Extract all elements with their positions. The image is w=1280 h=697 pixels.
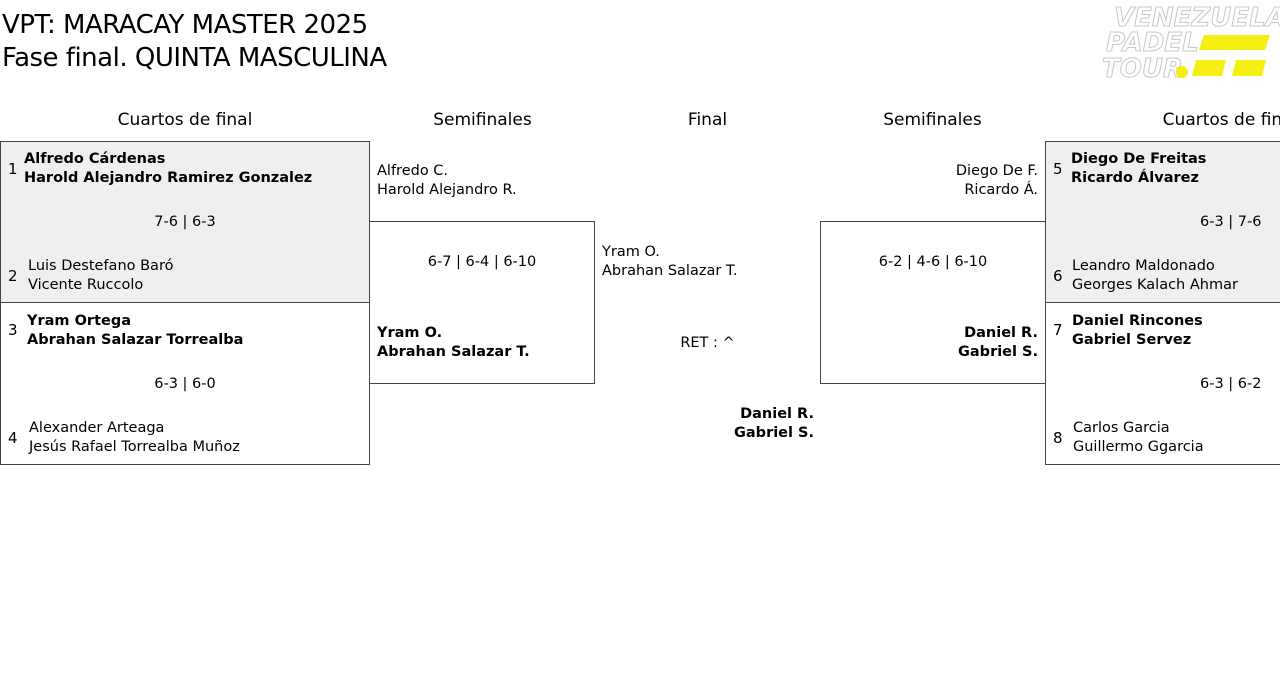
final-score: RET : ^ xyxy=(680,335,735,351)
page-title: VPT: MARACAY MASTER 2025 xyxy=(2,10,368,40)
quarterfinal-match-1[interactable]: 1 Alfredo Cárdenas Harold Alejandro Rami… xyxy=(0,141,370,303)
player-name: Carlos Garcia xyxy=(1073,420,1170,436)
player-name: Gabriel S. xyxy=(958,344,1038,360)
loser-team[interactable]: Leandro Maldonado Georges Kalach Ahmar xyxy=(1072,257,1238,295)
page-subtitle: Fase final. QUINTA MASCULINA xyxy=(2,43,387,73)
player-name: Yram Ortega xyxy=(27,313,131,329)
winner-team[interactable]: Diego De Freitas Ricardo Álvarez xyxy=(1071,150,1206,188)
player-name: Yram O. xyxy=(602,244,660,260)
seed-number: 4 xyxy=(8,429,18,447)
player-name: Diego De Freitas xyxy=(1071,151,1207,167)
player-name: Abrahan Salazar Torrealba xyxy=(27,332,244,348)
player-name: Luis Destefano Baró xyxy=(28,258,174,274)
match-score: 6-3 | 6-2 xyxy=(1200,376,1262,392)
logo-ball-icon xyxy=(1176,66,1188,78)
champion-team[interactable]: Daniel R. Gabriel S. xyxy=(640,405,814,443)
player-name: Diego De F. xyxy=(955,163,1038,179)
winner-team[interactable]: Daniel R. Gabriel S. xyxy=(821,324,1038,362)
player-name: Abrahan Salazar T. xyxy=(377,344,530,360)
winner-team[interactable]: Alfredo Cárdenas Harold Alejandro Ramire… xyxy=(24,150,312,188)
match-score: 6-7 | 6-4 | 6-10 xyxy=(427,254,537,270)
round-semifinals-left: Semifinales xyxy=(433,110,532,130)
loser-team[interactable]: Alexander Arteaga Jesús Rafael Torrealba… xyxy=(29,419,240,457)
player-name: Guillermo Ggarcia xyxy=(1073,439,1204,455)
winner-team[interactable]: Daniel Rincones Gabriel Servez xyxy=(1072,312,1203,350)
player-name: Jesús Rafael Torrealba Muñoz xyxy=(29,439,240,455)
loser-team[interactable]: Carlos Garcia Guillermo Ggarcia xyxy=(1073,419,1204,457)
player-name: Ricardo Álvarez xyxy=(1071,170,1199,186)
player-name: Ricardo Á. xyxy=(964,182,1038,198)
player-name: Abrahan Salazar T. xyxy=(602,263,738,279)
player-name: Daniel Rincones xyxy=(1072,313,1203,329)
player-name: Yram O. xyxy=(377,325,443,341)
logo-line-1: VENEZUELA xyxy=(1114,3,1280,33)
seed-number: 8 xyxy=(1053,429,1063,447)
round-quarterfinals-right: Cuartos de final xyxy=(1162,110,1280,130)
player-name: Gabriel S. xyxy=(734,425,814,441)
logo-accent-block-2 xyxy=(1232,60,1266,76)
round-quarterfinals-left: Cuartos de final xyxy=(117,110,253,130)
logo-line-3: TOUR xyxy=(1102,54,1183,82)
final-top-team[interactable]: Yram O. Abrahan Salazar T. xyxy=(602,243,738,281)
logo-line-2: PADEL xyxy=(1106,28,1199,58)
seed-number: 6 xyxy=(1053,267,1063,285)
player-name: Daniel R. xyxy=(740,406,814,422)
seed-number: 1 xyxy=(8,160,18,178)
player-name: Alexander Arteaga xyxy=(29,420,165,436)
winner-team[interactable]: Yram Ortega Abrahan Salazar Torrealba xyxy=(27,312,243,350)
logo-accent-block-1 xyxy=(1192,60,1226,76)
match-score: 6-3 | 7-6 xyxy=(1200,214,1262,230)
semifinal-2-top-team[interactable]: Diego De F. Ricardo Á. xyxy=(825,162,1038,200)
loser-team[interactable]: Luis Destefano Baró Vicente Ruccolo xyxy=(28,257,173,295)
player-name: Leandro Maldonado xyxy=(1072,258,1215,274)
player-name: Alfredo C. xyxy=(377,163,449,179)
seed-number: 7 xyxy=(1053,321,1063,339)
semifinal-match-1[interactable]: 6-7 | 6-4 | 6-10 Yram O. Abrahan Salazar… xyxy=(369,221,595,384)
seed-number: 2 xyxy=(8,267,18,285)
seed-number: 5 xyxy=(1053,160,1063,178)
player-name: Vicente Ruccolo xyxy=(28,277,144,293)
logo-accent-bar xyxy=(1199,35,1270,50)
venezuela-padel-tour-logo: VENEZUELA PADEL TOUR xyxy=(1102,3,1280,83)
semifinal-1-top-team[interactable]: Alfredo C. Harold Alejandro R. xyxy=(377,162,517,200)
player-name: Daniel R. xyxy=(964,325,1038,341)
match-score: 7-6 | 6-3 xyxy=(154,214,216,230)
player-name: Harold Alejandro R. xyxy=(377,182,517,198)
seed-number: 3 xyxy=(8,321,18,339)
quarterfinal-match-4[interactable]: 7 Daniel Rincones Gabriel Servez 6-3 | 6… xyxy=(1045,302,1280,465)
round-final: Final xyxy=(687,110,728,130)
semifinal-match-2[interactable]: 6-2 | 4-6 | 6-10 Daniel R. Gabriel S. xyxy=(820,221,1046,384)
winner-team[interactable]: Yram O. Abrahan Salazar T. xyxy=(377,324,530,362)
quarterfinal-match-2[interactable]: 3 Yram Ortega Abrahan Salazar Torrealba … xyxy=(0,302,370,465)
quarterfinal-match-3[interactable]: 5 Diego De Freitas Ricardo Álvarez 6-3 |… xyxy=(1045,141,1280,303)
match-score: 6-2 | 4-6 | 6-10 xyxy=(878,254,988,270)
player-name: Gabriel Servez xyxy=(1072,332,1192,348)
player-name: Georges Kalach Ahmar xyxy=(1072,277,1238,293)
player-name: Harold Alejandro Ramirez Gonzalez xyxy=(24,170,313,186)
match-score: 6-3 | 6-0 xyxy=(154,376,216,392)
round-semifinals-right: Semifinales xyxy=(883,110,982,130)
player-name: Alfredo Cárdenas xyxy=(24,151,166,167)
